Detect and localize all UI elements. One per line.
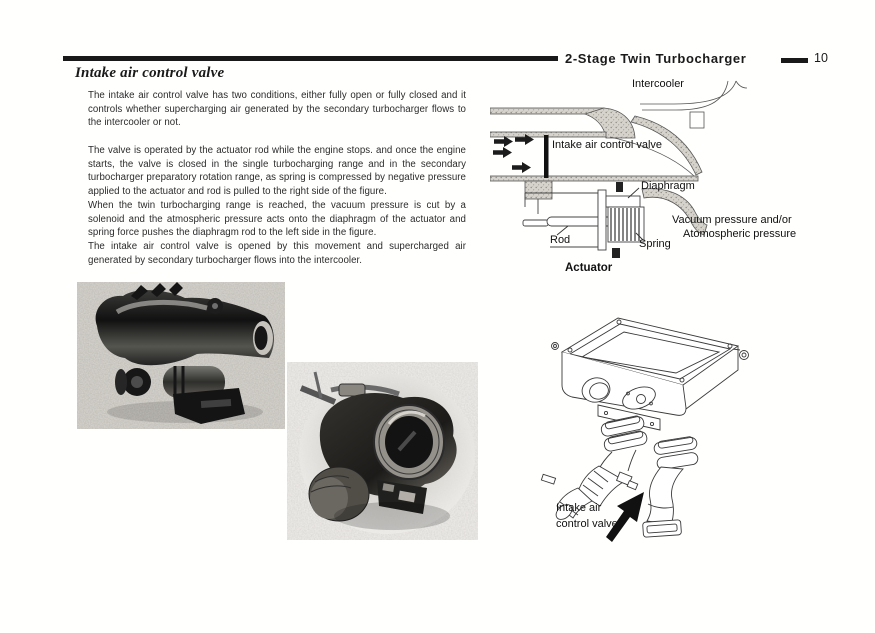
intercooler-duct-outer — [640, 80, 737, 105]
intake-ducts — [540, 415, 699, 538]
vacuum-hose — [641, 188, 708, 236]
hose-clamp — [338, 383, 366, 397]
label-actuator: Actuator — [565, 262, 613, 274]
paragraph: The intake air control valve has two con… — [88, 90, 466, 129]
page-number: 10 — [814, 51, 828, 65]
label-bottom-line2: control valve — [556, 518, 618, 530]
header-title: 2-Stage Twin Turbocharger — [565, 51, 747, 66]
valve-bar — [544, 135, 549, 178]
label-rod: Rod — [550, 234, 571, 246]
label-intercooler: Intercooler — [632, 78, 684, 90]
label-bottom-line1: Intake air — [556, 502, 602, 514]
actuator-assembly — [522, 189, 645, 251]
airbox-drawing — [540, 317, 749, 542]
piping-schematic-drawing — [490, 80, 748, 258]
intercooler-duct-inner — [642, 80, 729, 111]
flange-tabs — [131, 282, 183, 300]
intro-paragraph: The intake air control valve has two con… — [88, 89, 466, 130]
photo-valve-housing — [287, 362, 478, 540]
label-vacuum-line2: Atomospheric pressure — [683, 228, 797, 240]
label-diaphragm: Diaphragm — [641, 180, 695, 192]
photo-valve-housing-image — [287, 362, 478, 540]
body-paragraphs: The valve is operated by the actuator ro… — [88, 144, 466, 267]
body-paragraph: When the twin turbocharging range is rea… — [88, 199, 466, 239]
label-intake-valve: Intake air control valve — [552, 139, 663, 151]
header-rule-long — [63, 56, 558, 61]
leader-lines — [556, 187, 644, 241]
label-vacuum-line1: Vacuum pressure and/or — [672, 214, 792, 226]
elbow-pipe-shape — [95, 290, 274, 366]
article-title: Intake air control valve — [75, 65, 225, 81]
body-paragraph: The valve is operated by the actuator ro… — [88, 145, 466, 198]
pointer-arrow — [606, 492, 644, 542]
airflow-arrows — [493, 134, 534, 173]
airbox-figure: Intake air control valve — [540, 308, 750, 548]
body-paragraph: The intake air control valve is opened b… — [88, 240, 466, 266]
header-rule-short — [781, 58, 808, 63]
label-spring: Spring — [639, 238, 671, 250]
actuator-cylinder — [163, 366, 225, 398]
photo-intake-elbow — [77, 282, 285, 429]
airbox-body — [551, 317, 749, 431]
piping-schematic: Intercooler Intake air control valve Dia… — [490, 76, 870, 282]
inlet-port — [581, 377, 611, 403]
photo-intake-elbow-image — [77, 282, 285, 429]
spring-drawing — [607, 206, 645, 243]
